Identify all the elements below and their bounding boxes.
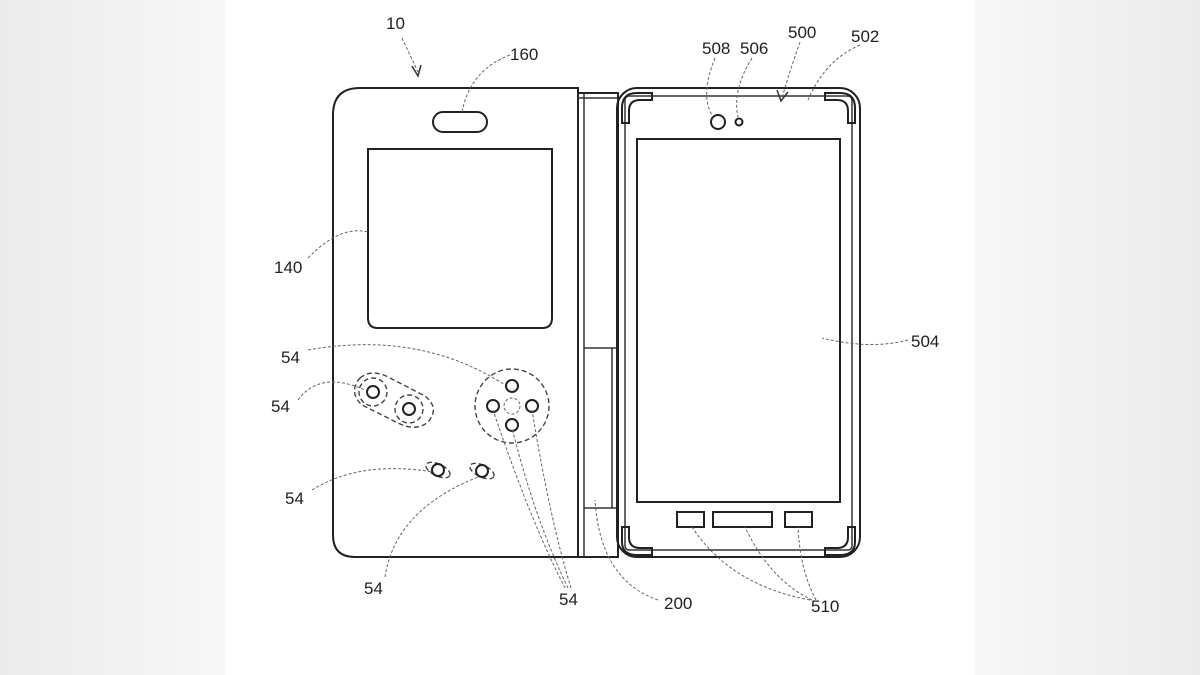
label-hinge: 200 [664,594,692,613]
select-start-buttons [425,461,495,480]
phone-screen [636,138,841,503]
game-controller-case [332,87,579,558]
label-buttons: 54 [364,579,383,598]
hinge [577,92,619,558]
label-speaker: 160 [510,45,538,64]
phone-button-right [784,511,813,528]
label-window: 140 [274,258,302,277]
display-window [367,148,553,329]
reference-numerals: 10 160 140 54 54 54 54 54 200 510 504 50… [271,14,939,616]
label-device: 10 [386,14,405,33]
phone-button-left [676,511,705,528]
leader-lines [297,37,909,601]
label-screen: 504 [911,332,939,351]
label-buttons: 54 [281,348,300,367]
direction-pad [474,368,550,444]
label-phone-buttons: 510 [811,597,839,616]
speaker-slot [432,111,488,133]
label-buttons: 54 [271,397,290,416]
sensor [734,117,744,127]
label-sensor: 506 [740,39,768,58]
smartphone [616,87,861,558]
camera [710,114,726,130]
label-buttons: 54 [285,489,304,508]
label-frame: 502 [851,27,879,46]
action-buttons [353,372,434,428]
phone-button-home [712,511,773,528]
label-phone: 500 [788,23,816,42]
label-buttons: 54 [559,590,578,609]
label-camera: 508 [702,39,730,58]
